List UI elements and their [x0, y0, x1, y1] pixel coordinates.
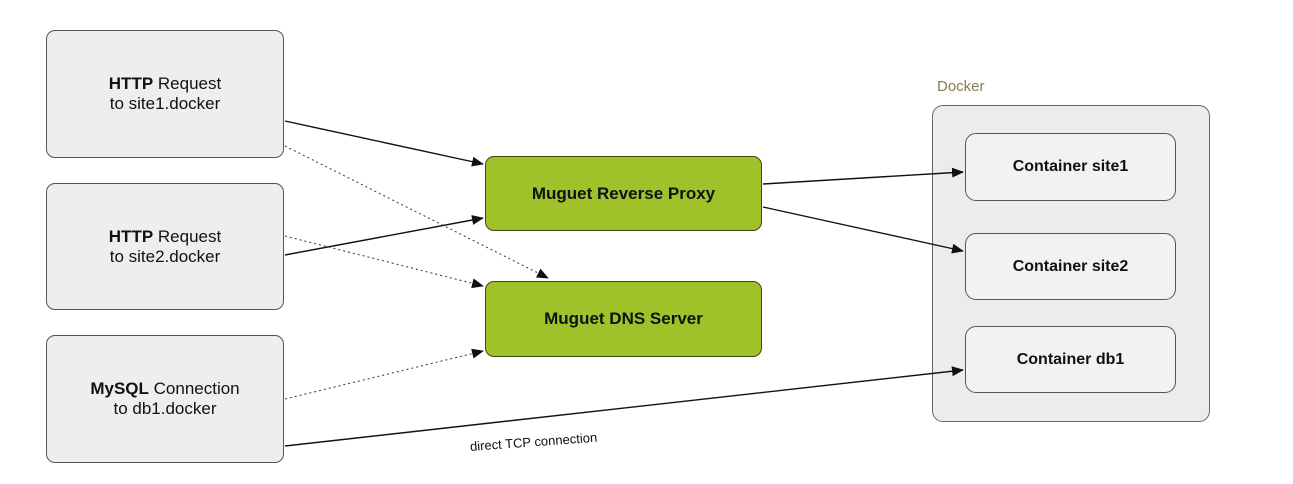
source-http-site1: HTTP Request to site1.docker [46, 30, 284, 158]
edge-proxy-to-site1 [762, 167, 964, 185]
source-target: to db1.docker [113, 399, 217, 418]
dns-server-label: Muguet DNS Server [544, 309, 703, 328]
reverse-proxy-node: Muguet Reverse Proxy [485, 156, 762, 231]
container-db1: Container db1 [965, 326, 1176, 393]
edge-site2-to-proxy [284, 215, 484, 256]
source-mysql-db1: MySQL Connection to db1.docker [46, 335, 284, 463]
source-kind: Request [153, 74, 222, 93]
reverse-proxy-label: Muguet Reverse Proxy [531, 183, 716, 203]
container-site2: Container site2 [965, 233, 1176, 300]
edge-site1-to-dns [284, 145, 549, 279]
source-target: to site1.docker [109, 94, 221, 113]
source-http-site2: HTTP Request to site2.docker [46, 183, 284, 310]
edge-mysql-to-dns [284, 348, 484, 400]
dns-server-node: Muguet DNS Server [485, 281, 762, 357]
container-site1: Container site1 [965, 133, 1176, 201]
source-kind: Request [153, 226, 222, 246]
edge-proxy-to-site2 [762, 206, 964, 254]
source-protocol: HTTP [108, 226, 154, 246]
source-protocol: HTTP [108, 74, 154, 93]
container-label: Container site2 [1012, 257, 1129, 275]
container-label: Container site1 [1012, 158, 1129, 175]
docker-group-label: Docker [937, 78, 985, 95]
source-kind: Connection [148, 379, 240, 398]
container-label: Container db1 [1016, 350, 1125, 368]
source-protocol: MySQL [90, 379, 149, 398]
edge-site2-to-dns [284, 235, 484, 289]
edge-site1-to-proxy [284, 120, 484, 167]
edge-mysql-to-db1 [284, 366, 964, 447]
source-target: to site2.docker [109, 246, 221, 266]
